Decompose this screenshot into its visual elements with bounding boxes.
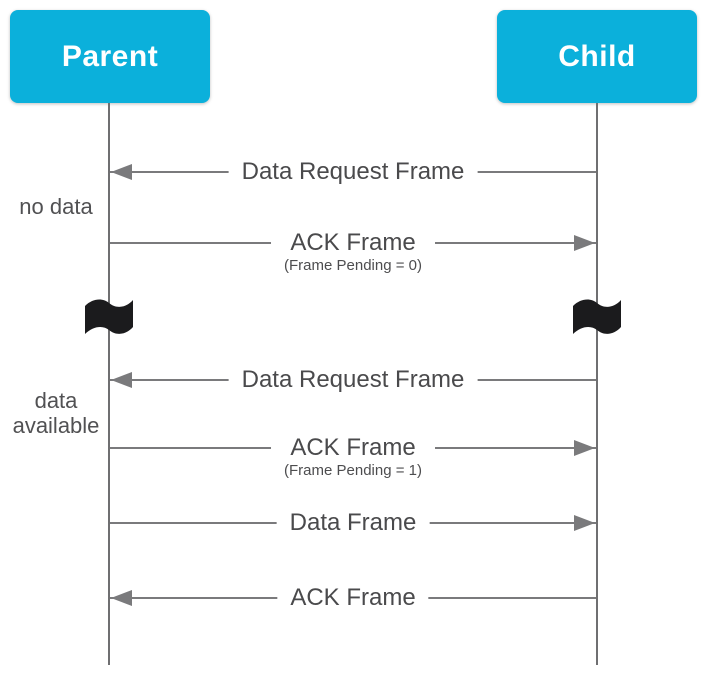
message-sublabel: (Frame Pending = 0) [284,257,422,274]
arrowhead-right-icon [574,235,595,251]
actor-box-parent: Parent [10,10,210,103]
message-label-wrap: ACK Frame (Frame Pending = 0) [271,227,435,274]
arrowhead-left-icon [111,372,132,388]
time-break-flag-icon [573,299,621,334]
message-label: Data Request Frame [241,158,465,185]
message-sublabel: (Frame Pending = 1) [284,462,422,479]
annotation-no-data: no data [19,194,93,219]
message-label: Data Request Frame [241,366,465,393]
message-label: ACK Frame [290,434,416,461]
message-label-wrap: Data Frame [276,507,430,538]
message-label-wrap: ACK Frame (Frame Pending = 1) [271,432,435,479]
message-label: ACK Frame [290,584,416,611]
lifeline-parent [108,103,110,665]
message-label-wrap: Data Request Frame [228,364,478,395]
annotation-data-available: data available [12,388,100,438]
message-label-wrap: ACK Frame [277,582,429,613]
actor-box-child: Child [497,10,697,103]
arrowhead-right-icon [574,515,595,531]
arrowhead-right-icon [574,440,595,456]
message-label: Data Frame [289,509,417,536]
actor-label-parent: Parent [61,39,159,73]
arrowhead-left-icon [111,164,132,180]
message-label-wrap: Data Request Frame [228,156,478,187]
lifeline-child [596,103,598,665]
arrowhead-left-icon [111,590,132,606]
message-label: ACK Frame [290,229,416,256]
time-break-flag-icon [85,299,133,334]
actor-label-child: Child [558,39,636,73]
